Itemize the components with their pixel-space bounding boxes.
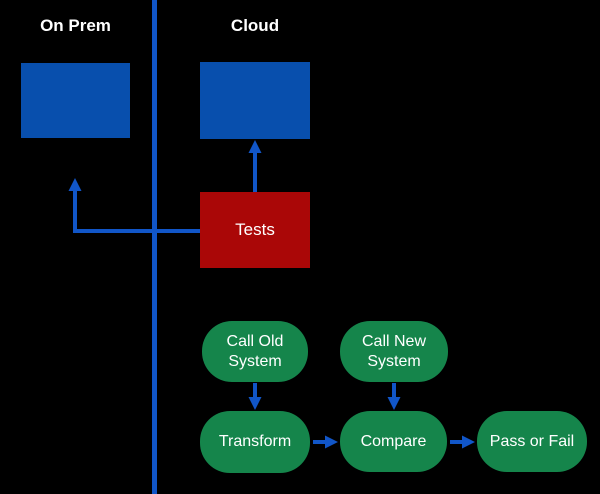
arrow-call-old-to-transform [248, 383, 262, 410]
call-new-system-label: Call New System [361, 332, 426, 370]
arrow-tests-to-onprem-system [68, 178, 201, 233]
arrow-call-new-to-compare [387, 383, 401, 410]
compare-label: Compare [360, 432, 427, 450]
arrow-tests-to-cloud-system [248, 140, 262, 192]
tests-node-label: Tests [235, 220, 275, 239]
arrow-compare-to-pass-or-fail [450, 435, 475, 449]
pass-or-fail-node: Pass or Fail [477, 411, 587, 472]
call-new-system-node: Call New System [340, 321, 448, 382]
region-label-cloud: Cloud [230, 16, 280, 35]
pass-or-fail-label: Pass or Fail [489, 432, 575, 450]
region-label-on-prem: On Prem [40, 16, 111, 35]
tests-node: Tests [200, 192, 310, 268]
transform-node: Transform [200, 411, 310, 473]
compare-node: Compare [340, 411, 447, 472]
onprem-cloud-divider [152, 0, 157, 494]
transform-label: Transform [218, 433, 292, 450]
arrow-transform-to-compare [313, 435, 338, 449]
call-old-system-label: Call Old System [226, 332, 284, 370]
cloud-system-box [200, 62, 310, 139]
call-old-system-node: Call Old System [202, 321, 308, 382]
onprem-system-box [21, 63, 130, 138]
